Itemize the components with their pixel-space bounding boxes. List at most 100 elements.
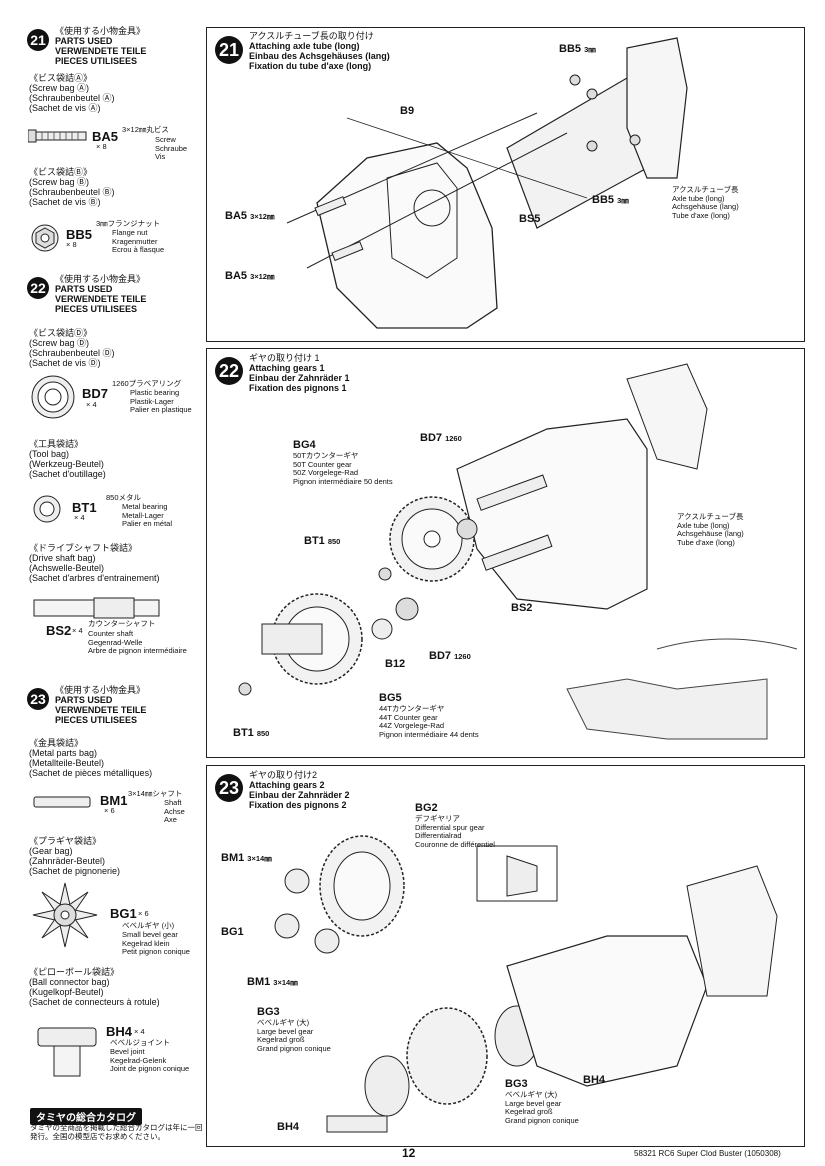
bag-de: (Kugelkopf-Beutel) [29,987,104,997]
title-en: Attaching gears 2 [249,780,325,790]
caption-en: 44T Counter gear [379,712,438,722]
name-en: Shaft [164,798,182,807]
name-en: Small bevel gear [122,930,178,939]
label-bb5-bottom: BB5 3㎜ [592,194,629,206]
size: 3㎜ [584,45,596,54]
part-code-bg1: BG1 [110,906,137,921]
header-jp: 《使用する小物金具》 [55,685,146,695]
metal-bearing-icon [33,495,61,523]
step-23-panel: 23 ギヤの取り付け2 Attaching gears 2 Einbau der… [206,765,805,1147]
bag-drive-shaft: 《ドライブシャフト袋詰》 (Drive shaft bag) (Achswell… [29,543,160,583]
label-ba5-upper: BA5 3×12㎜ [225,210,274,222]
bag-fr: (Sachet d'arbres d'entrainement) [29,573,160,583]
code: BA5 [225,270,248,282]
step-21-number: 21 [215,36,243,64]
label-bs5: BS5 [519,213,541,225]
caption-jp: デフギヤリア [415,814,460,823]
code: BD7 [420,432,443,444]
step-23-number: 23 [215,774,243,802]
name-fr: Vis [155,152,166,161]
bg5-caption: 44Tカウンターギヤ 44T Counter gear 44Z Vorgeleg… [379,704,479,739]
label-bg3-left: BG3 [257,1006,280,1018]
title-jp: ギヤの取り付け 1 [249,353,320,363]
bg4-caption: 50Tカウンターギヤ 50T Counter gear 50Z Vorgeleg… [293,451,393,486]
bag-jp: 《金具袋詰》 [29,738,84,748]
name-de: Schraube [155,143,188,153]
header-jp: 《使用する小物金具》 [55,274,146,284]
name-de: Plastik-Lager [130,396,174,406]
caption-de: 44Z Vorgelege-Rad [379,721,445,730]
part-names-bg1: Small bevel gear Kegelrad klein Petit pi… [122,930,190,957]
code: BB5 [592,194,615,206]
axle-assembly-illustration [286,37,688,329]
header-fr: PIECES UTILISEES [55,715,138,725]
part-names-ba5: Screw Schraube Vis [155,135,188,162]
bg3-right-caption: ベベルギヤ (大) Large bevel gear Kegelrad groß… [505,1090,579,1125]
caption-de: Differentialrad [415,831,462,840]
caption-en: Differential spur gear [415,822,485,832]
header-en: PARTS USED [55,284,113,294]
axle-tube-caption: アクスルチューブ長 Axle tube (long) Achsgehäuse (… [672,185,739,220]
header-de: VERWENDETE TEILE [55,705,147,715]
header-de: VERWENDETE TEILE [55,294,147,304]
label-bd7-bottom: BD7 1260 [429,650,471,662]
header-en: PARTS USED [55,695,113,705]
catalog-badge: タミヤの総合カタログ [30,1108,142,1125]
bag-jp: 《ピローボール袋詰》 [29,967,120,977]
size: 850 [256,729,270,738]
counter-shaft-icon [33,597,160,619]
bag-de: (Schraubenbeutel Ⓑ) [29,187,115,197]
gears-1-illustration [238,363,798,740]
bag-jp: 《プラギヤ袋詰》 [29,836,102,846]
caption-jp: アクスルチューブ長 [672,185,739,194]
bg2-caption: デフギヤリア Differential spur gear Differenti… [415,814,495,849]
label-bg2: BG2 [415,802,438,814]
title-de: Einbau des Achsgehäuses (lang) [249,51,390,61]
step-21-badge: 21 [27,29,49,51]
bag-en: (Screw bag Ⓓ) [29,338,90,348]
flange-nut-icon [31,224,59,252]
bag-jp: 《ドライブシャフト袋詰》 [29,543,138,553]
part-qty-ba5: × 8 [96,142,107,151]
bag-en: (Drive shaft bag) [29,553,96,563]
part-size-bm1: 3×14㎜シャフト [128,789,183,798]
name-fr: Arbre de pignon intermédiaire [88,646,187,655]
part-qty-bh4: × 4 [134,1027,145,1036]
title-jp: アクスルチューブ長の取り付け [249,31,374,41]
title-de: Einbau der Zahnräder 1 [249,373,350,383]
code: BT1 [304,535,325,547]
label-bb5-top: BB5 3㎜ [559,43,596,55]
caption-de: 50Z Vorgelege-Rad [293,468,359,477]
catalog-line-1: タミヤの全商品を掲載した総合カタログは年に一回 [30,1123,203,1132]
caption-de: Kegelrad groß [257,1035,305,1044]
code: BT1 [233,727,254,739]
part-names-bm1: Shaft Achse Axe [164,798,185,825]
caption-en: Axle tube (long) [672,193,725,203]
size: 3×12㎜ [250,272,275,281]
bag-tool: 《工具袋詰》 (Tool bag) (Werkzeug-Beutel) (Sac… [29,439,106,479]
header-jp: 《使用する小物金具》 [55,26,146,36]
code: BM1 [247,976,271,988]
bag-en: (Metal parts bag) [29,748,98,758]
name-en: Flange nut [112,228,148,237]
name-fr: Palier en plastique [130,405,192,414]
part-qty-bt1: × 4 [74,513,85,522]
bag-fr: (Sachet de pièces métalliques) [29,768,153,778]
label-bd7-top: BD7 1260 [420,432,462,444]
part-size-bt1: 850メタル [106,493,142,502]
step-22-title: ギヤの取り付け 1 Attaching gears 1 Einbau der Z… [249,353,350,393]
title-fr: Fixation des pignons 2 [249,800,347,810]
label-bg4: BG4 [293,439,316,451]
name-en: Metal bearing [122,502,168,511]
code: BB5 [559,43,582,55]
caption-en: Large bevel gear [505,1098,562,1108]
part-qty-bg1: × 6 [138,909,149,918]
name-de: Metall-Lager [122,510,164,520]
product-code: 58321 RC6 Super Clod Buster (1050308) [634,1149,781,1158]
caption-fr: Pignon intermédiaire 44 dents [379,729,479,739]
part-qty-bm1: × 6 [104,806,115,815]
part-code-bs2: BS2 [46,623,72,638]
size: 850 [327,537,341,546]
step-23-title: ギヤの取り付け2 Attaching gears 2 Einbau der Za… [249,770,350,810]
bag-fr: (Sachet de connecteurs à rotule) [29,997,160,1007]
